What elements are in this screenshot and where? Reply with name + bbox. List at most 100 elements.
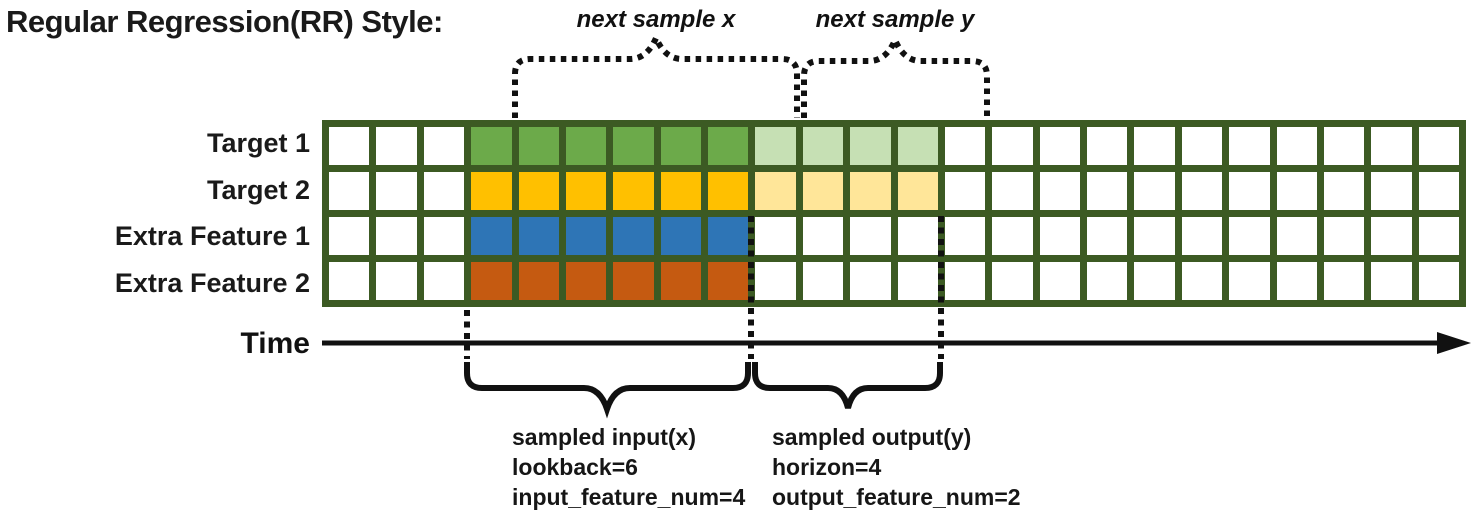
grid-cell-orange (471, 262, 512, 300)
sampled-output-brace (752, 362, 943, 409)
grid-cell-white (897, 217, 938, 255)
output-feature-num-value: output_feature_num=2 (772, 484, 1021, 510)
row-label-extra-feature-2: Extra Feature 2 (114, 268, 310, 298)
next-sample-x-label: next sample x (576, 6, 736, 33)
grid-cell-gold (613, 172, 654, 210)
horizon-value: horizon=4 (772, 454, 882, 480)
grid-cell-white (376, 127, 417, 165)
sampled-input-title: sampled input(x) (512, 424, 697, 450)
grid-cell-white (1371, 262, 1412, 300)
grid-cell-orange (518, 262, 559, 300)
grid-cell-white (329, 127, 370, 165)
grid-cell-white (1371, 127, 1412, 165)
grid-cell-white (802, 262, 844, 300)
grid-cell-white (755, 262, 796, 300)
grid-cell-white (1181, 172, 1223, 210)
grid-cell-lightGreen (897, 127, 938, 165)
grid-cell-white (944, 172, 986, 210)
grid-cell-white (1418, 217, 1459, 255)
grid-cell-white (329, 172, 370, 210)
row-label-target-2: Target 2 (206, 175, 310, 205)
grid-cell-white (1039, 262, 1080, 300)
grid-cell-white (1087, 127, 1128, 165)
page-title: Regular Regression(RR) Style: (6, 4, 443, 39)
grid-cell-lightGreen (755, 127, 796, 165)
grid-cell-white (1229, 262, 1270, 300)
next-sample-y-label: next sample y (815, 6, 975, 33)
grid-cell-white (1323, 127, 1365, 165)
grid-cell-white (1039, 172, 1080, 210)
grid-cell-blue (471, 217, 512, 255)
grid-cell-white (376, 172, 417, 210)
grid-cell-gold (518, 172, 559, 210)
grid-cell-lightGreen (802, 127, 844, 165)
grid-cell-white (850, 217, 891, 255)
grid-cell-blue (518, 217, 559, 255)
grid-cell-white (755, 217, 796, 255)
input-feature-num-value: input_feature_num=4 (512, 484, 746, 510)
grid-cell-blue (613, 217, 654, 255)
grid-cell-white (1181, 127, 1223, 165)
grid-cell-white (376, 262, 417, 300)
grid-cell-lightGold (802, 172, 844, 210)
sampled-input-brace (464, 362, 751, 419)
grid-cell-white (944, 217, 986, 255)
grid-cell-gold (660, 172, 701, 210)
grid-cell-white (1087, 217, 1128, 255)
grid-cell-white (1276, 172, 1317, 210)
grid-cell-white (992, 172, 1033, 210)
grid-cell-white (1229, 127, 1270, 165)
grid-cell-gold (708, 172, 749, 210)
grid-cell-white (1229, 172, 1270, 210)
grid-cell-gold (471, 172, 512, 210)
grid-cell-white (897, 262, 938, 300)
grid-cell-white (376, 217, 417, 255)
grid-cell-white (329, 262, 370, 300)
grid-cell-white (1134, 262, 1175, 300)
grid-cell-white (1323, 262, 1365, 300)
grid-cell-white (992, 127, 1033, 165)
grid-cell-blue (565, 217, 607, 255)
grid-cell-white (802, 217, 844, 255)
grid-cell-green (613, 127, 654, 165)
grid-cell-orange (565, 262, 607, 300)
row-label-target-1: Target 1 (206, 128, 310, 158)
grid-cell-white (423, 262, 465, 300)
grid-cell-white (1276, 262, 1317, 300)
grid-cell-white (1039, 217, 1080, 255)
grid-cell-lightGold (755, 172, 796, 210)
grid-cell-orange (660, 262, 701, 300)
grid-cell-orange (613, 262, 654, 300)
grid-cell-blue (708, 217, 749, 255)
grid-cell-green (660, 127, 701, 165)
next-sample-x-brace (512, 30, 800, 118)
grid-cell-white (1039, 127, 1080, 165)
sampled-input-annotation: sampled input(x) lookback=6 input_featur… (512, 422, 745, 512)
grid-cell-white (1323, 172, 1365, 210)
grid-cell-white (423, 127, 465, 165)
grid-cell-white (1418, 127, 1459, 165)
time-axis-label: Time (240, 327, 310, 360)
grid-cell-white (992, 262, 1033, 300)
grid-cell-white (1134, 127, 1175, 165)
grid-cell-white (1371, 217, 1412, 255)
grid-cell-white (944, 262, 986, 300)
time-arrow-icon (322, 332, 1471, 354)
grid-cell-white (1134, 172, 1175, 210)
grid-cell-white (1371, 172, 1412, 210)
grid-cell-gold (565, 172, 607, 210)
grid-cell-white (1087, 172, 1128, 210)
grid-cell-white (329, 217, 370, 255)
time-series-grid (322, 120, 1466, 307)
grid-cell-white (423, 217, 465, 255)
grid-cell-green (565, 127, 607, 165)
sampled-output-title: sampled output(y) (772, 424, 972, 450)
grid-cell-white (1276, 217, 1317, 255)
grid-cell-white (1276, 127, 1317, 165)
grid-cell-blue (660, 217, 701, 255)
grid-cell-white (423, 172, 465, 210)
grid-cell-green (518, 127, 559, 165)
grid-cell-white (1087, 262, 1128, 300)
grid-cell-white (944, 127, 986, 165)
